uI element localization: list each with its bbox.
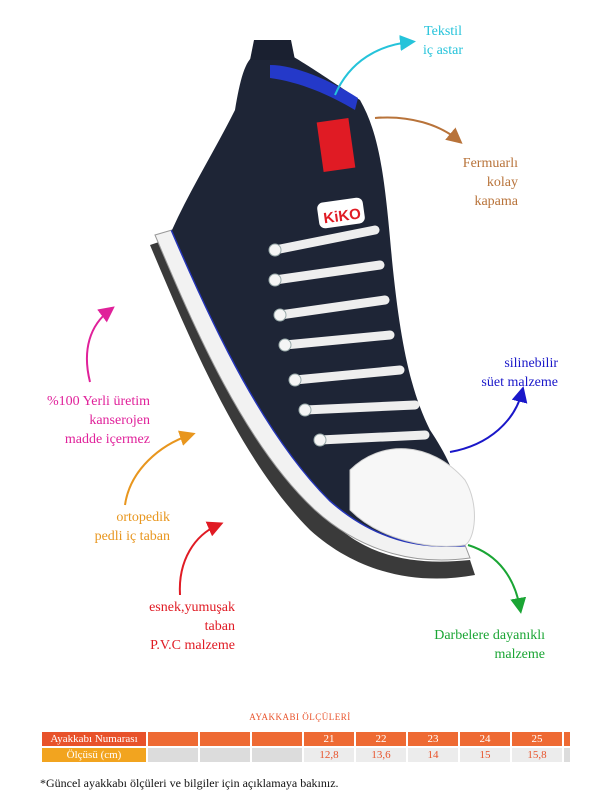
- arrow-textile: [334, 35, 416, 96]
- callout-line: Fermuarlı: [462, 156, 518, 171]
- length-cell: 12,8: [304, 748, 354, 762]
- callout-line: Tekstil: [424, 24, 462, 39]
- length-row: Ölçüsü (cm) 12,8 13,6 14 15 15,8: [42, 748, 570, 762]
- arrow-sole: [178, 521, 224, 596]
- callout-line: kapama: [474, 194, 518, 209]
- length-cell: 14: [408, 748, 458, 762]
- callout-line: ortopedik: [116, 510, 170, 525]
- callout-line: malzeme: [494, 647, 545, 662]
- arrow-insole: [124, 430, 196, 506]
- callout-line: P.V.C malzeme: [150, 638, 235, 653]
- length-cell: 15: [460, 748, 510, 762]
- callout-line: pedli iç taban: [94, 529, 170, 544]
- arrow-durable: [467, 544, 527, 614]
- shoe-logo: KiKO: [322, 205, 362, 227]
- callout-zipper: Fermuarlı kolay kapama: [440, 154, 518, 211]
- callout-sole: esnek,yumuşak taban P.V.C malzeme: [110, 598, 235, 655]
- callout-local-production: %100 Yerli üretim kanserojen madde içerm…: [20, 392, 150, 449]
- length-cell: [200, 748, 250, 762]
- callout-line: %100 Yerli üretim: [46, 394, 150, 409]
- size-chart-title: AYAKKABI ÖLÇÜLERİ: [249, 712, 351, 722]
- size-cell: 23: [408, 732, 458, 746]
- size-row-label: Ayakkabı Numarası: [42, 732, 146, 746]
- size-cell: [564, 732, 570, 746]
- length-row-label: Ölçüsü (cm): [42, 748, 146, 762]
- size-cell: 25: [512, 732, 562, 746]
- callout-line: kanserojen: [89, 413, 150, 428]
- callout-line: kolay: [486, 175, 518, 190]
- callout-suede: silinebilir süet malzeme: [440, 354, 558, 392]
- length-cell: [148, 748, 198, 762]
- size-cell: [200, 732, 250, 746]
- callout-line: esnek,yumuşak: [149, 600, 235, 615]
- shoe-image: KiKO: [130, 35, 490, 600]
- callout-line: iç astar: [422, 43, 464, 58]
- callout-durable: Darbelere dayanıklı malzeme: [400, 626, 545, 664]
- shoe-illustration: KiKO: [150, 35, 475, 579]
- size-cell: [148, 732, 198, 746]
- length-cell: [564, 748, 570, 762]
- callout-line: silinebilir: [504, 356, 558, 371]
- length-cell: 15,8: [512, 748, 562, 762]
- size-cell: 22: [356, 732, 406, 746]
- callout-line: Darbelere dayanıklı: [434, 628, 545, 643]
- size-row: Ayakkabı Numarası 21 22 23 24 25: [42, 732, 570, 746]
- length-cell: [252, 748, 302, 762]
- callout-insole: ortopedik pedli iç taban: [50, 508, 170, 546]
- size-cell: [252, 732, 302, 746]
- arrow-local: [86, 306, 115, 383]
- callout-line: taban: [204, 619, 235, 634]
- callout-line: madde içermez: [64, 432, 150, 447]
- arrow-zipper: [374, 116, 463, 144]
- length-cell: 13,6: [356, 748, 406, 762]
- size-cell: 24: [460, 732, 510, 746]
- size-cell: 21: [304, 732, 354, 746]
- callout-textile-lining: Tekstil iç astar: [408, 22, 478, 60]
- arrow-suede: [449, 386, 528, 453]
- footnote: *Güncel ayakkabı ölçüleri ve bilgiler iç…: [40, 776, 339, 790]
- size-chart-table: Ayakkabı Numarası 21 22 23 24 25 Ölçüsü …: [40, 730, 572, 764]
- callout-line: süet malzeme: [481, 375, 558, 390]
